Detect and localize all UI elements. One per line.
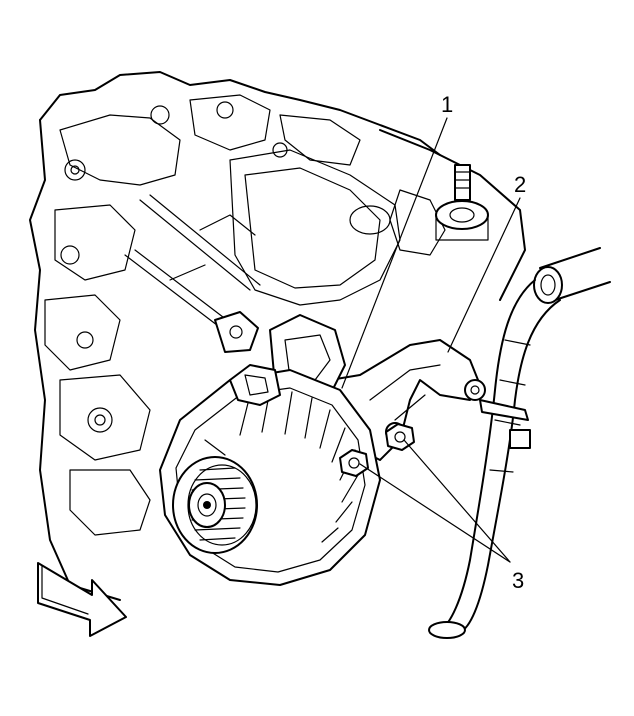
front-direction-arrow-icon: [37, 562, 127, 637]
callout-3: 3: [512, 568, 524, 593]
coolant-pipe: [428, 247, 611, 639]
callout-2: 2: [514, 172, 526, 197]
upper-stud-fitting: [435, 164, 489, 241]
callout-1: 1: [441, 92, 453, 117]
callout-leaders: [341, 117, 521, 563]
engine-block: [29, 71, 526, 601]
generator-pulley: [172, 456, 258, 554]
